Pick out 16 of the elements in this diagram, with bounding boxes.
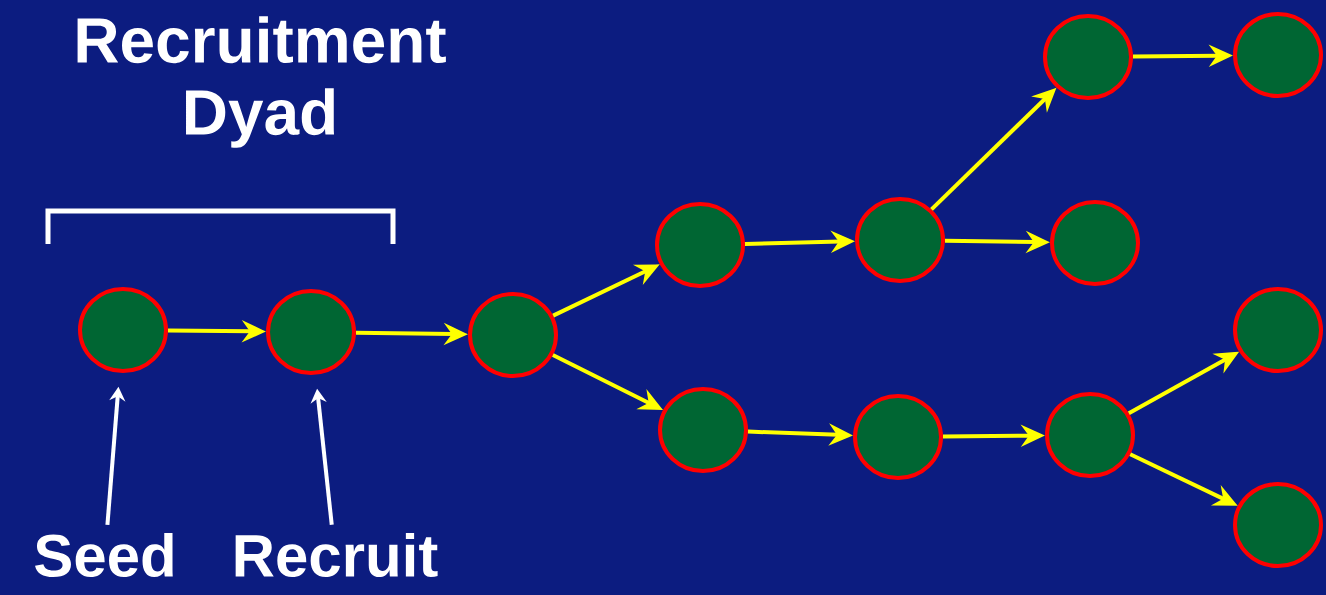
circle-node (1233, 482, 1323, 568)
node-label: Seed (35, 533, 173, 578)
circle-node (853, 394, 943, 480)
circle-node (658, 387, 748, 473)
circle-node (1233, 287, 1323, 373)
circle-node (1045, 392, 1135, 478)
circle-node (1043, 14, 1133, 100)
circle-node (468, 292, 558, 378)
title: Recruitment Dyad (77, 16, 446, 148)
node-label: Recruit (235, 533, 438, 578)
circle-node (1233, 12, 1323, 98)
circle-node (655, 202, 745, 288)
circle-node (1050, 200, 1140, 286)
circle-node (78, 287, 168, 373)
circle-node (855, 197, 945, 283)
circle-node (266, 289, 356, 375)
